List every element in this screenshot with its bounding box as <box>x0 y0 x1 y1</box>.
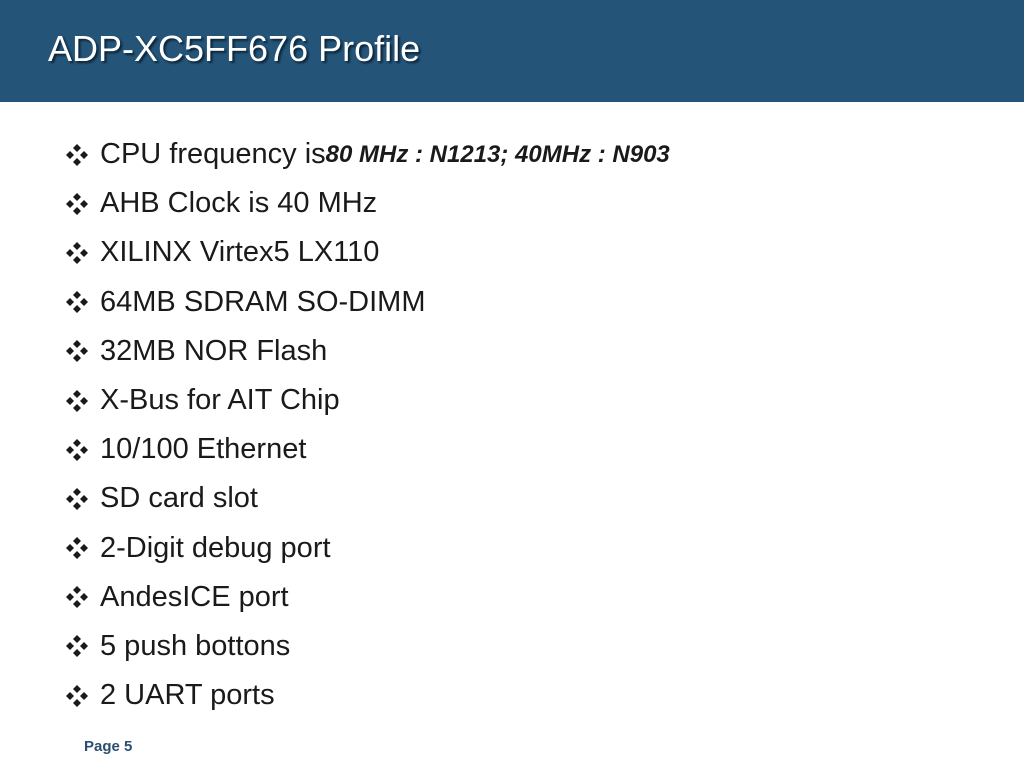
four-diamond-bullet-icon <box>64 486 90 512</box>
four-diamond-bullet-icon <box>64 633 90 659</box>
four-diamond-bullet-icon <box>64 142 90 168</box>
bullet-item: 2-Digit debug port <box>64 524 670 573</box>
bullet-text: AHB Clock is 40 MHz <box>100 187 378 220</box>
four-diamond-bullet-icon <box>64 535 90 561</box>
slide-title: ADP-XC5FF676 Profile <box>48 28 421 69</box>
four-diamond-bullet-icon <box>64 437 90 463</box>
bullet-item: 5 push bottons <box>64 622 670 671</box>
bullet-text: 64MB SDRAM SO-DIMM <box>100 285 426 318</box>
bullet-text: X-Bus for AIT Chip <box>100 384 340 417</box>
bullet-text: 2 UART ports <box>100 679 275 712</box>
bullet-text: AndesICE port <box>100 580 289 613</box>
four-diamond-bullet-icon <box>64 191 90 217</box>
bullet-item: 32MB NOR Flash <box>64 327 670 376</box>
bullet-item: AndesICE port <box>64 573 670 622</box>
four-diamond-bullet-icon <box>64 338 90 364</box>
bullet-text-emphasis: 80 MHz : N1213; 40MHz : N903 <box>325 140 670 168</box>
four-diamond-bullet-icon <box>64 683 90 709</box>
four-diamond-bullet-icon <box>64 240 90 266</box>
bullet-text: 32MB NOR Flash <box>100 334 328 367</box>
bullet-item: AHB Clock is 40 MHz <box>64 179 670 228</box>
bullet-list: CPU frequency is 80 MHz : N1213; 40MHz :… <box>64 130 670 720</box>
bullet-item: 2 UART ports <box>64 671 670 720</box>
bullet-text: 10/100 Ethernet <box>100 433 307 466</box>
four-diamond-bullet-icon <box>64 584 90 610</box>
bullet-item: 64MB SDRAM SO-DIMM <box>64 278 670 327</box>
bullet-text: SD card slot <box>100 482 258 515</box>
bullet-text: 5 push bottons <box>100 629 291 662</box>
title-bar: ADP-XC5FF676 Profile <box>0 0 1024 102</box>
bullet-item: CPU frequency is 80 MHz : N1213; 40MHz :… <box>64 130 670 179</box>
bullet-text: 2-Digit debug port <box>100 531 331 564</box>
page-number: Page 5 <box>84 738 133 755</box>
four-diamond-bullet-icon <box>64 289 90 315</box>
bullet-text: XILINX Virtex5 LX110 <box>100 236 380 269</box>
bullet-text-prefix: CPU frequency is <box>100 138 326 171</box>
bullet-item: 10/100 Ethernet <box>64 425 670 474</box>
four-diamond-bullet-icon <box>64 388 90 414</box>
bullet-item: XILINX Virtex5 LX110 <box>64 228 670 277</box>
bullet-item: X-Bus for AIT Chip <box>64 376 670 425</box>
bullet-item: SD card slot <box>64 474 670 523</box>
